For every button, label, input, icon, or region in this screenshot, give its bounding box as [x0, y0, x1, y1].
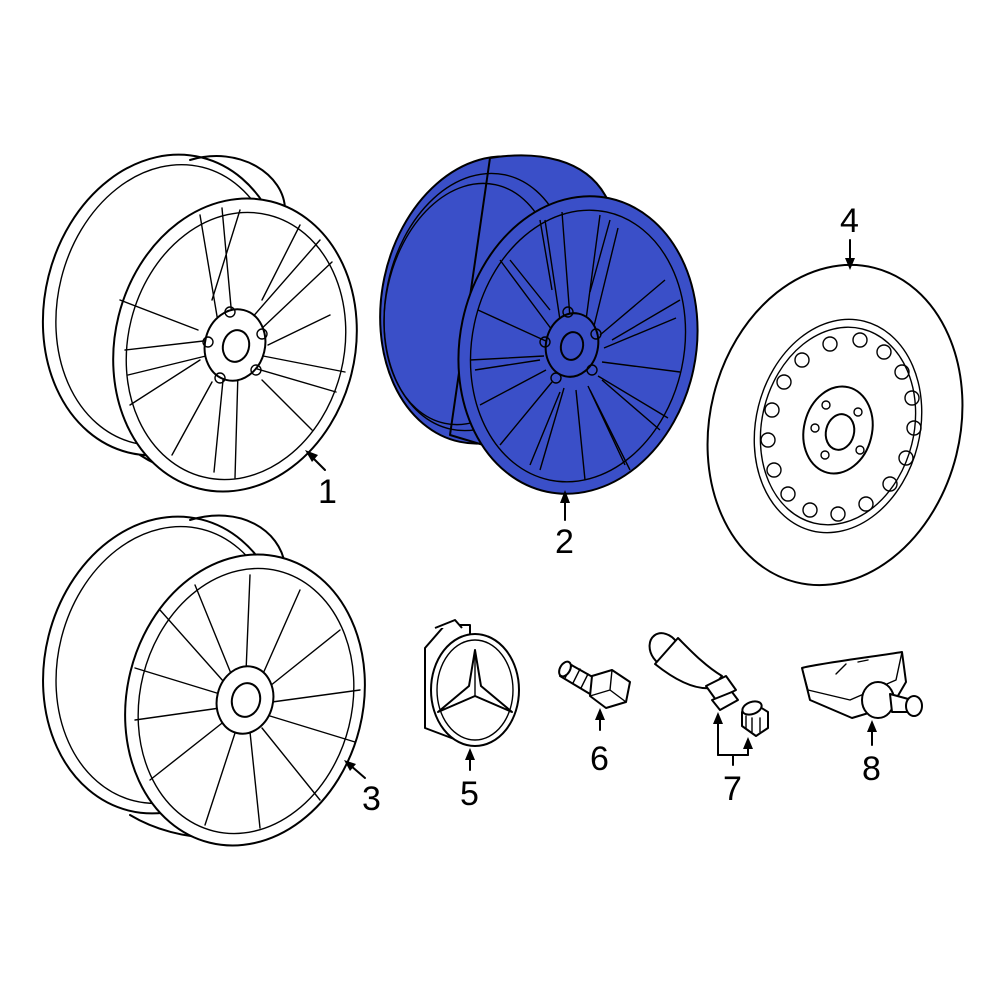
valve-stem-7-illustration[interactable]	[643, 627, 769, 737]
lug-bolt-6-illustration[interactable]	[557, 660, 631, 709]
callout-label-3: 3	[362, 780, 381, 818]
callout-1: 1	[305, 450, 337, 511]
callout-8: 8	[862, 720, 881, 788]
spare-wheel-vent-holes	[760, 332, 922, 522]
callout-4: 4	[840, 202, 859, 270]
wheel-1-illustration[interactable]	[12, 128, 387, 517]
callout-label-5: 5	[460, 775, 479, 813]
callout-label-2: 2	[555, 523, 574, 561]
callout-label-4: 4	[840, 202, 859, 240]
callout-label-8: 8	[862, 750, 881, 788]
valve-cap-icon	[741, 700, 769, 737]
callout-label-7: 7	[723, 770, 742, 808]
center-cap-5-illustration[interactable]	[424, 619, 520, 747]
callout-2: 2	[555, 490, 574, 561]
wheel-2-illustration[interactable]	[354, 136, 724, 517]
callout-label-6: 6	[590, 740, 609, 778]
callout-7: 7	[713, 712, 753, 808]
callout-5: 5	[460, 748, 479, 813]
callout-3: 3	[344, 760, 381, 818]
wheel-3-illustration[interactable]	[12, 490, 395, 871]
callout-6: 6	[590, 708, 609, 778]
callout-label-1: 1	[318, 473, 337, 511]
star-emblem-icon	[437, 649, 513, 713]
spare-tire-4-illustration[interactable]	[675, 238, 996, 613]
tpms-sensor-8-illustration[interactable]	[801, 651, 923, 719]
